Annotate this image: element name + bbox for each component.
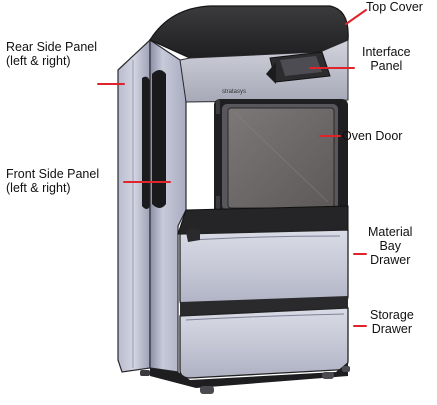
label-oven-door: Oven Door bbox=[342, 129, 403, 143]
front-side-panel bbox=[149, 38, 187, 373]
label-top-cover: Top Cover bbox=[366, 0, 423, 14]
leader-lines bbox=[97, 9, 367, 327]
oven-door[interactable] bbox=[214, 99, 348, 217]
rear-side-panel bbox=[117, 38, 151, 373]
label-interface-panel: Interface Panel bbox=[362, 45, 411, 73]
base-feet bbox=[140, 362, 350, 394]
leader-top-cover bbox=[345, 9, 367, 25]
label-front-side-panel: Front Side Panel (left & right) bbox=[6, 167, 100, 195]
drawer-divider bbox=[180, 296, 348, 316]
interface-panel[interactable] bbox=[266, 51, 331, 84]
label-material-bay-drawer: Material Bay Drawer bbox=[368, 225, 413, 267]
brand-mark: stratasys bbox=[222, 89, 246, 95]
storage-drawer[interactable] bbox=[179, 307, 349, 379]
top-cover bbox=[149, 5, 349, 59]
material-bay-drawer[interactable] bbox=[179, 228, 349, 309]
label-storage-drawer: Storage Drawer bbox=[370, 308, 414, 336]
label-rear-side-panel: Rear Side Panel (left & right) bbox=[6, 40, 98, 68]
door-ledge bbox=[177, 205, 349, 235]
